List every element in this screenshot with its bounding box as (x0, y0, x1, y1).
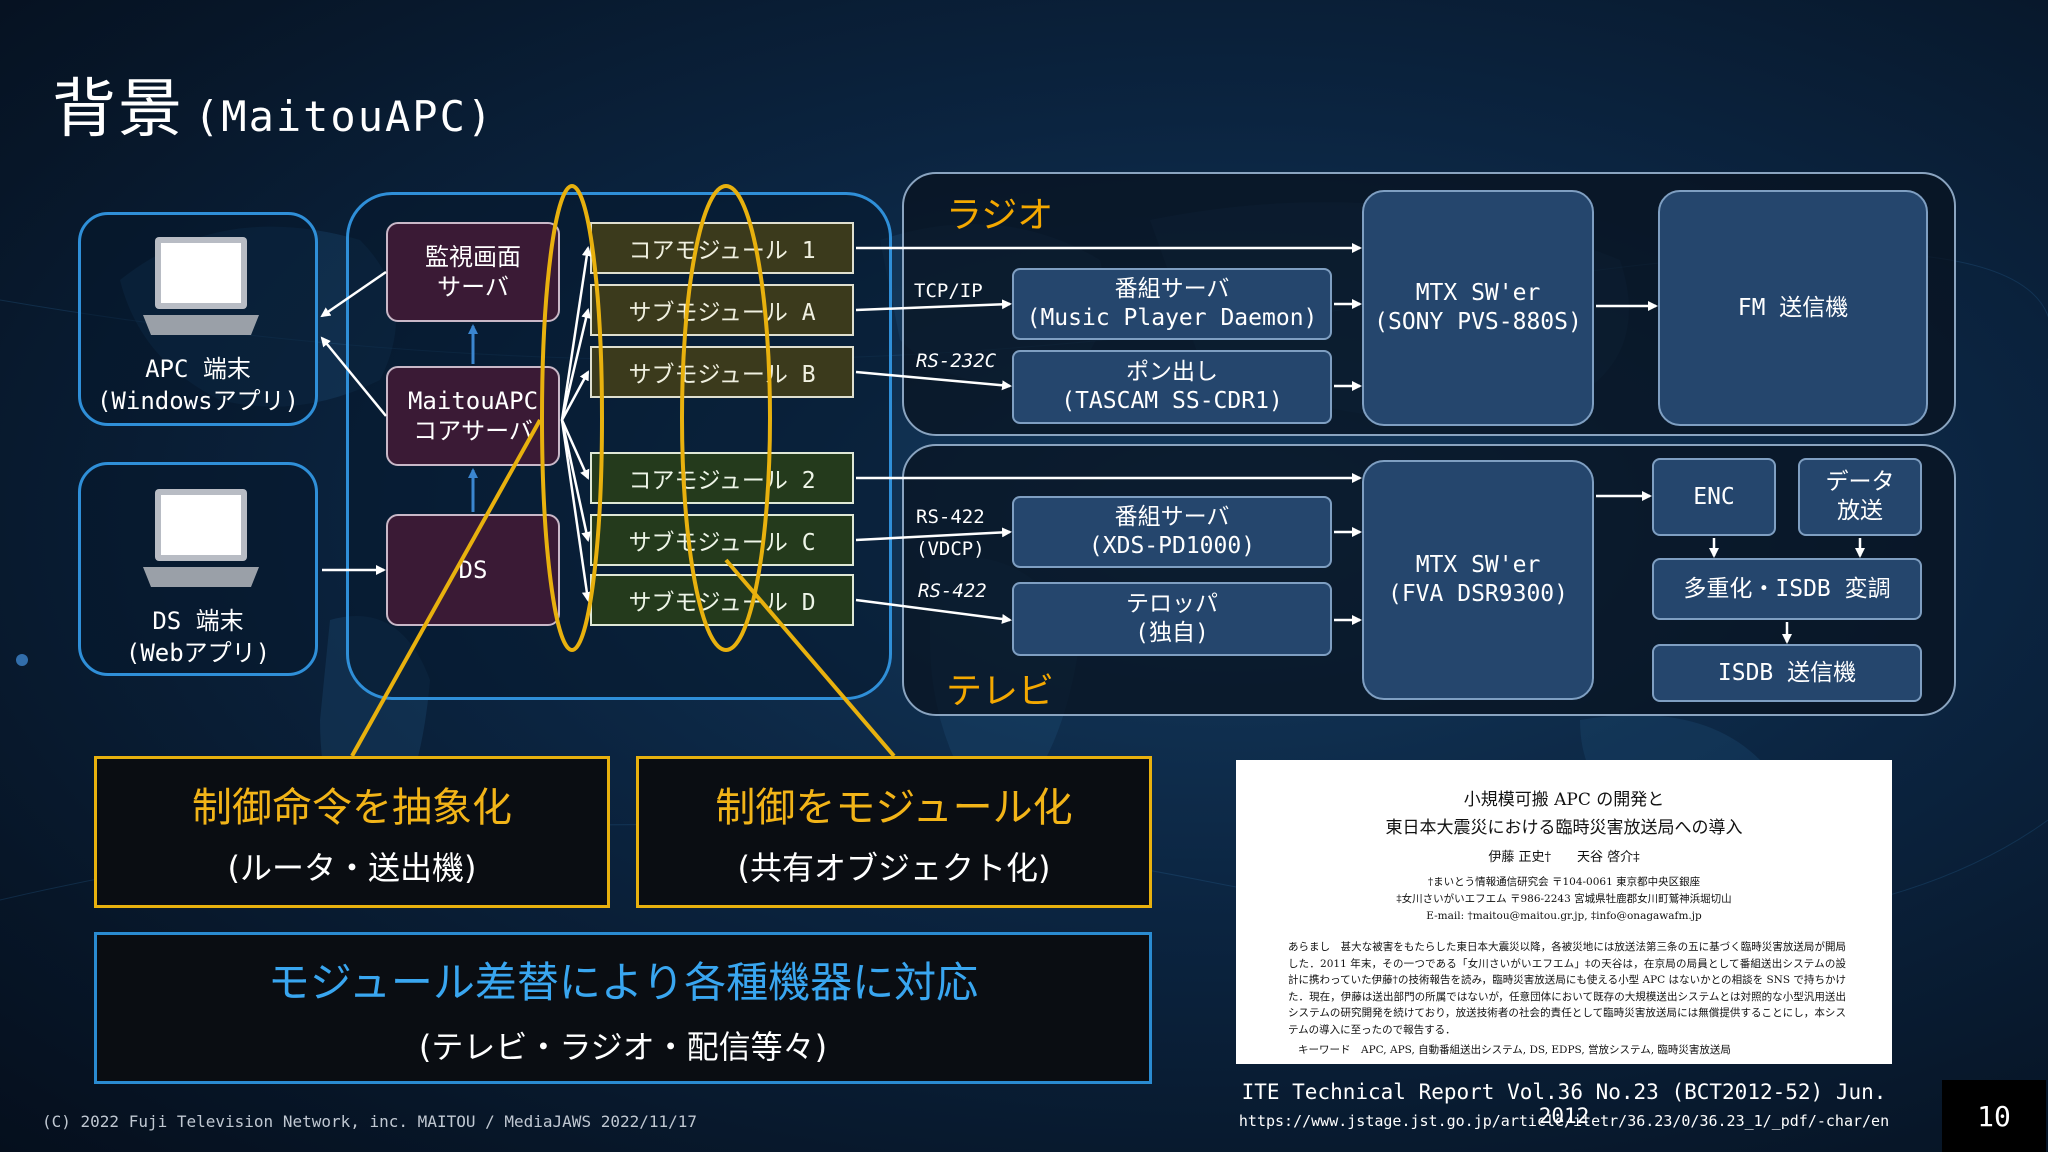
telop-line1: テロッパ (1126, 591, 1218, 617)
callout-module-swap: モジュール差替により各種機器に対応 (テレビ・ラジオ・配信等々) (94, 932, 1152, 1084)
core-server: MaitouAPC コアサーバ (386, 366, 560, 466)
copyright-footer: (C) 2022 Fuji Television Network, inc. M… (42, 1112, 698, 1131)
paper-title-2: 東日本大震災における臨時災害放送局への導入 (1385, 818, 1743, 838)
apc-terminal-box: APC 端末 (Windowsアプリ) (78, 212, 318, 426)
core-module-1-label: コアモジュール 1 (628, 238, 816, 264)
radio-program-server-line1: 番組サーバ (1114, 276, 1230, 302)
callout-modular-sub: (共有オブジェクト化) (737, 849, 1051, 887)
paper-title-1: 小規模可搬 APC の開発と (1463, 790, 1665, 810)
radio-program-server: 番組サーバ (Music Player Daemon) (1012, 268, 1332, 340)
link-label-rs422-a: RS-422 (916, 506, 985, 528)
telop-device: テロッパ (独自) (1012, 582, 1332, 656)
tv-mtx-line1: MTX SW'er (1415, 552, 1541, 578)
paper-email: E-mail: †maitou@maitou.gr.jp, ‡info@onag… (1426, 910, 1702, 922)
fm-transmitter: FM 送信機 (1658, 190, 1928, 426)
paper-affiliation-1: †まいとう情報通信研究会 〒104-0061 東京都中央区銀座 (1427, 876, 1701, 888)
isdb-transmitter: ISDB 送信機 (1652, 644, 1922, 702)
tv-program-server: 番組サーバ (XDS-PD1000) (1012, 496, 1332, 568)
apc-terminal-sub: (Windowsアプリ) (96, 387, 300, 415)
monitor-server: 監視画面 サーバ (386, 222, 560, 322)
paper-authors: 伊藤 正史† 天谷 啓介‡ (1488, 850, 1640, 865)
core-module-1: コアモジュール 1 (590, 222, 854, 274)
sub-module-d-label: サブモジュール D (628, 590, 816, 616)
tv-program-server-line1: 番組サーバ (1114, 504, 1230, 530)
sub-module-a: サブモジュール A (590, 284, 854, 336)
callout-abstract-sub: (ルータ・送出機) (227, 849, 477, 887)
data-broadcast-line2: 放送 (1837, 498, 1883, 524)
core-server-line2: コアサーバ (413, 417, 533, 445)
link-label-rs232c: RS-232C (916, 350, 997, 372)
pon-dashi-device: ポン出し (TASCAM SS-CDR1) (1012, 350, 1332, 424)
sub-module-b: サブモジュール B (590, 346, 854, 398)
sub-module-c: サブモジュール C (590, 514, 854, 566)
fm-transmitter-label: FM 送信機 (1737, 294, 1849, 321)
callout-swap-sub: (テレビ・ラジオ・配信等々) (418, 1027, 828, 1066)
tv-mtx-line2: (FVA DSR9300) (1387, 581, 1568, 607)
tv-mtx-switcher: MTX SW'er (FVA DSR9300) (1362, 460, 1594, 700)
sub-module-c-label: サブモジュール C (628, 530, 816, 556)
ds-terminal-name: DS 端末 (152, 607, 244, 635)
radio-program-server-line2: (Music Player Daemon) (1026, 305, 1318, 331)
mux-modulator-label: 多重化・ISDB 変調 (1683, 575, 1891, 602)
title-main: 背景 (52, 73, 184, 147)
ds-terminal-sub: (Webアプリ) (125, 639, 271, 667)
core-server-line1: MaitouAPC (407, 387, 539, 415)
tv-program-server-line2: (XDS-PD1000) (1088, 533, 1256, 559)
monitor-server-line2: サーバ (437, 273, 509, 301)
ds-terminal-box: DS 端末 (Webアプリ) (78, 462, 318, 676)
link-label-vdcp: (VDCP) (916, 538, 985, 560)
link-label-rs422-b: RS-422 (918, 580, 987, 602)
data-broadcast-line1: データ (1825, 469, 1895, 495)
apc-terminal-name: APC 端末 (145, 355, 251, 383)
citation-line-1: ITE Technical Report Vol.36 No.23 (BCT20… (1241, 1080, 1887, 1128)
enc-unit: ENC (1652, 458, 1776, 536)
link-label-tcpip: TCP/IP (914, 280, 983, 302)
callout-modular-control: 制御をモジュール化 (共有オブジェクト化) (636, 756, 1152, 908)
core-module-2-label: コアモジュール 2 (628, 468, 816, 494)
citation-url[interactable]: https://www.jstage.jst.go.jp/article/ite… (1238, 1112, 1890, 1130)
paper-abstract: あらまし 甚大な被害をもたらした東日本大震災以降，各被災地には放送法第三条の五に… (1288, 941, 1846, 1036)
sub-module-a-label: サブモジュール A (628, 300, 816, 326)
radio-section-label: ラジオ (946, 195, 1054, 236)
radio-mtx-line2: (SONY PVS-880S) (1374, 309, 1582, 335)
title-sub: (MaitouAPC) (194, 92, 495, 141)
enc-label: ENC (1693, 483, 1735, 510)
tv-section-label: テレビ (946, 671, 1055, 712)
radio-mtx-switcher: MTX SW'er (SONY PVS-880S) (1362, 190, 1594, 426)
telop-line2: (独自) (1135, 620, 1209, 646)
mux-modulator: 多重化・ISDB 変調 (1652, 558, 1922, 620)
callout-abstract-commands: 制御命令を抽象化 (ルータ・送出機) (94, 756, 610, 908)
monitor-server-line1: 監視画面 (425, 243, 521, 271)
core-module-2: コアモジュール 2 (590, 452, 854, 504)
callout-modular-heading: 制御をモジュール化 (715, 785, 1073, 831)
radio-mtx-line1: MTX SW'er (1415, 280, 1541, 306)
page-number-label: 10 (1977, 1099, 2011, 1133)
isdb-transmitter-label: ISDB 送信機 (1717, 659, 1857, 686)
pon-dashi-line1: ポン出し (1126, 359, 1218, 385)
paper-excerpt: 小規模可搬 APC の開発と 東日本大震災における臨時災害放送局への導入 伊藤 … (1236, 760, 1892, 1064)
sub-module-b-label: サブモジュール B (628, 362, 816, 388)
paper-affiliation-2: ‡女川さいがいエフエム 〒986-2243 宮城県牡鹿郡女川町鷲神浜堀切山 (1396, 893, 1732, 905)
laptop-icon (143, 489, 259, 587)
data-broadcast-unit: データ 放送 (1798, 458, 1922, 536)
callout-abstract-heading: 制御命令を抽象化 (192, 785, 512, 831)
page-number: 10 (1942, 1080, 2046, 1152)
ds-server: DS (386, 514, 560, 626)
laptop-icon (143, 237, 259, 335)
callout-swap-heading: モジュール差替により各種機器に対応 (267, 957, 979, 1007)
slide-title: 背景(MaitouAPC) (52, 58, 494, 150)
paper-keywords: キーワード APC, APS, 自動番組送出システム, DS, EDPS, 営放… (1298, 1044, 1731, 1056)
pon-dashi-line2: (TASCAM SS-CDR1) (1061, 388, 1283, 414)
